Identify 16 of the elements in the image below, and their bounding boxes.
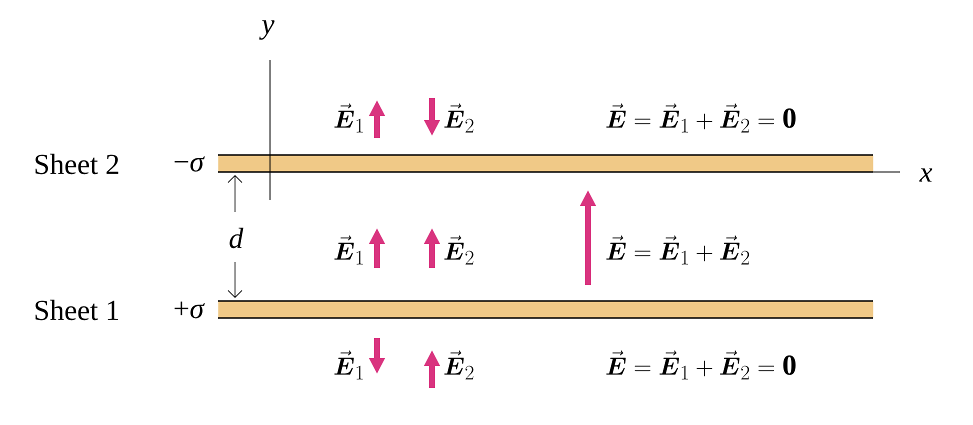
field-label: $\vec{\boldsymbol{E}}_1$ — [334, 350, 363, 380]
field-label: $\vec{\boldsymbol{E}}_2$ — [444, 350, 474, 380]
dimension-label: d — [230, 228, 244, 248]
field-equation: $\vec{\boldsymbol{E}} = \vec{\boldsymbol{E}}_1 + \vec{\boldsymbol{E}}_2$ — [606, 236, 750, 264]
field-label: $\vec{\boldsymbol{E}}_1$ — [334, 104, 363, 132]
axis-label: x — [919, 168, 932, 182]
sheet-label: Sheet 2 — [36, 154, 118, 174]
field-label: $\vec{\boldsymbol{E}}_1$ — [334, 236, 363, 264]
field-label: $\vec{\boldsymbol{E}}_2$ — [444, 236, 474, 264]
charge-label: +σ — [174, 302, 205, 318]
axis-label: y — [259, 20, 274, 40]
field-equation: $\vec{\boldsymbol{E}} = \vec{\boldsymbol{E}}_1 + \vec{\boldsymbol{E}}_2 = \mathbf{0}$ — [606, 350, 796, 380]
charge-label: −σ — [174, 156, 205, 172]
field-equation: $\vec{\boldsymbol{E}} = \vec{\boldsymbol{E}}_1 + \vec{\boldsymbol{E}}_2 = \mathbf{0}$ — [606, 104, 796, 132]
field-label: $\vec{\boldsymbol{E}}_2$ — [444, 104, 474, 132]
sheet-label: Sheet 1 — [36, 300, 118, 320]
